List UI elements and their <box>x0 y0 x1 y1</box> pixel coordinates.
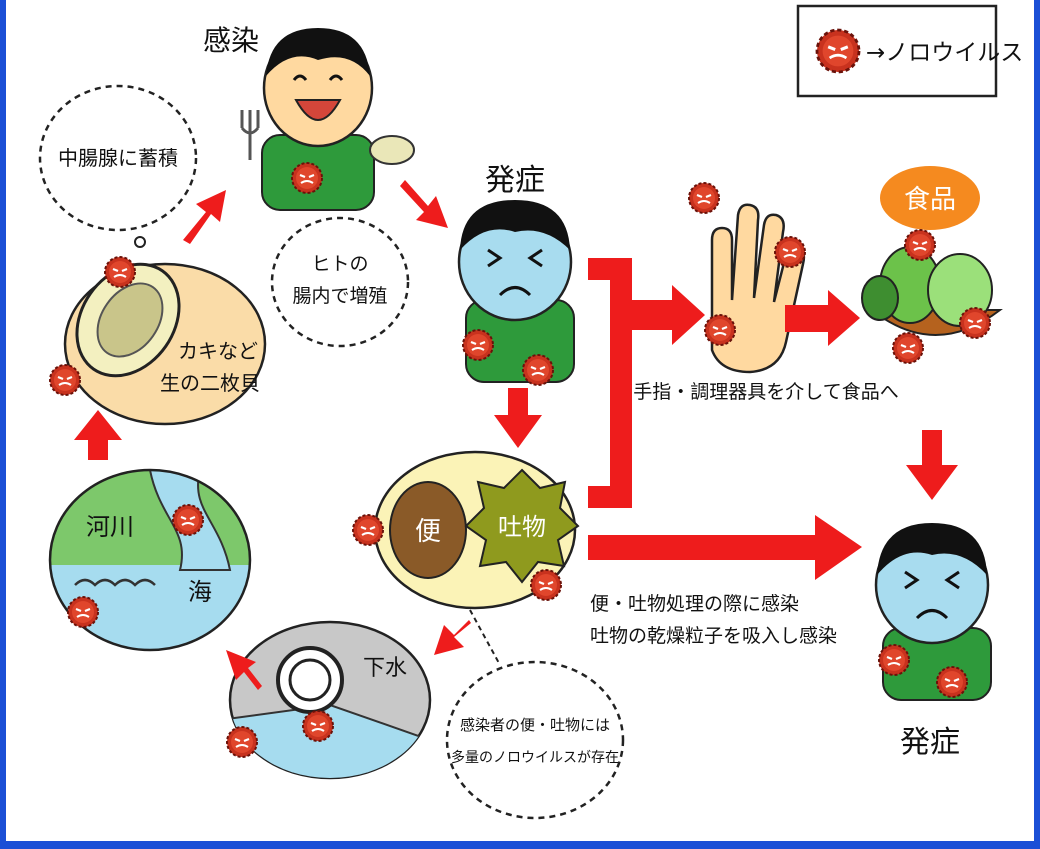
waves-icon <box>74 578 156 587</box>
virus-icon <box>687 181 721 215</box>
virus-icon <box>903 228 937 262</box>
arrow-icon <box>906 430 958 500</box>
feces-label: 便 <box>415 517 441 547</box>
accumulate-text: 中腸腺に蓄積 <box>58 146 178 170</box>
proliferate-line2: 腸内で増殖 <box>292 285 387 307</box>
accumulate-bubble: 中腸腺に蓄積 <box>38 84 198 248</box>
river-sea-oval <box>48 468 252 652</box>
infected-person: 感染 <box>203 24 415 211</box>
vomit-icon <box>464 468 580 584</box>
norovirus-icon <box>815 28 861 74</box>
virus-icon <box>958 306 992 340</box>
virus-icon <box>290 161 324 195</box>
food-group: 食品 <box>861 166 1003 365</box>
bubble-outline <box>270 216 410 348</box>
legend-label: →ノロウイルス <box>866 40 1023 66</box>
virus-icon <box>703 313 737 347</box>
river-label: 河川 <box>86 513 134 541</box>
excretion-line1: 感染者の便・吐物には <box>460 716 610 734</box>
flow-arrows <box>74 180 958 690</box>
hand-icon <box>710 203 806 374</box>
virus-icon <box>773 235 807 269</box>
sewage-label: 下水 <box>363 656 407 681</box>
feces-icon <box>389 481 467 579</box>
oyster-icon <box>369 135 415 165</box>
proliferate-line1: ヒトの <box>311 253 368 275</box>
legend: →ノロウイルス <box>796 4 1023 98</box>
sea-label: 海 <box>188 578 212 606</box>
shellfish-group: カキなど 生の二枚貝 <box>48 255 267 426</box>
sewage-group: 下水 <box>225 620 432 780</box>
shellfish-line2: 生の二枚貝 <box>160 371 260 395</box>
virus-icon <box>935 665 969 699</box>
hand-group: 手指・調理器具を介して食品へ <box>633 181 899 403</box>
virus-icon <box>301 709 335 743</box>
onset-right-label: 発症 <box>900 725 960 760</box>
virus-icon <box>48 363 82 397</box>
virus-icon <box>66 595 100 629</box>
virus-icon <box>171 503 205 537</box>
arrow-icon <box>434 620 471 655</box>
virus-icon <box>521 353 555 387</box>
arrow-icon <box>74 410 122 460</box>
virus-icon <box>529 568 563 602</box>
food-badge <box>880 166 980 230</box>
bubble-outline <box>445 660 625 820</box>
proliferate-bubble: ヒトの 腸内で増殖 <box>270 216 410 348</box>
arrow-icon <box>183 190 226 244</box>
onset-top-label: 発症 <box>485 163 545 198</box>
virus-icon <box>461 328 495 362</box>
virus-icon <box>351 513 385 547</box>
arrow-icon <box>588 515 862 580</box>
arrow-icon <box>494 388 542 448</box>
arrow-icon <box>226 650 262 690</box>
virus-icon <box>225 725 259 759</box>
sick-person-top: 発症 <box>457 163 575 387</box>
bracket-vertical <box>610 258 632 508</box>
arrow-icon <box>785 290 860 346</box>
direct-route-line1: 便・吐物処理の際に感染 <box>590 593 799 615</box>
virus-icon <box>877 643 911 677</box>
direct-route-line2: 吐物の乾燥粒子を吸入し感染 <box>590 625 837 647</box>
arrow-icon <box>630 285 705 345</box>
excretion-line2: 多量のノロウイルスが存在 <box>451 749 619 766</box>
river-sea-group: 河川 海 <box>48 468 252 652</box>
hands-route-label: 手指・調理器具を介して食品へ <box>633 381 898 403</box>
fork-icon <box>240 110 260 160</box>
bracket-bottom <box>588 486 630 508</box>
food-label: 食品 <box>904 185 956 215</box>
vomit-label: 吐物 <box>498 513 546 541</box>
bubble-outline <box>38 84 198 232</box>
shellfish-line1: カキなど <box>178 339 258 363</box>
infection-label: 感染 <box>203 24 259 57</box>
sick-person-right: 発症 <box>874 523 992 760</box>
excreta-group: 便 吐物 <box>351 450 580 610</box>
arrow-icon <box>400 180 448 228</box>
virus-icon <box>103 255 137 289</box>
virus-icon <box>891 331 925 365</box>
excretion-bubble: 感染者の便・吐物には 多量のノロウイルスが存在 <box>445 609 625 820</box>
